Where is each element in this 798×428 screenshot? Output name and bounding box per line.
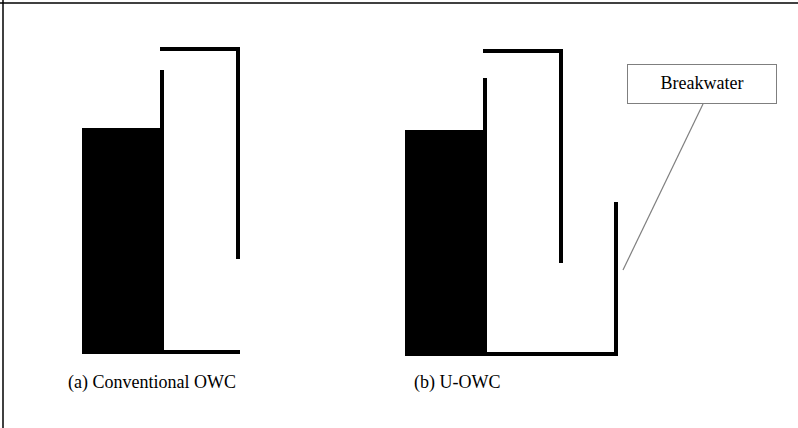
leader-line: [623, 104, 703, 270]
caption-label: (a) Conventional OWC: [68, 372, 236, 394]
callout-box: Breakwater: [627, 64, 777, 104]
caption-label: (b) U-OWC: [414, 372, 500, 394]
back-wall: [483, 78, 487, 132]
caisson-block: [82, 128, 164, 354]
chamber-roof-front-wall: [160, 49, 238, 259]
back-wall: [160, 70, 164, 130]
chamber-floor: [163, 350, 240, 354]
frame-line: [2, 0, 4, 428]
u-duct-breakwater: [487, 202, 616, 354]
callout-text: Breakwater: [661, 73, 744, 95]
frame-line: [0, 2, 798, 4]
chamber-roof-front-wall: [483, 51, 561, 263]
caisson-block: [405, 130, 487, 356]
